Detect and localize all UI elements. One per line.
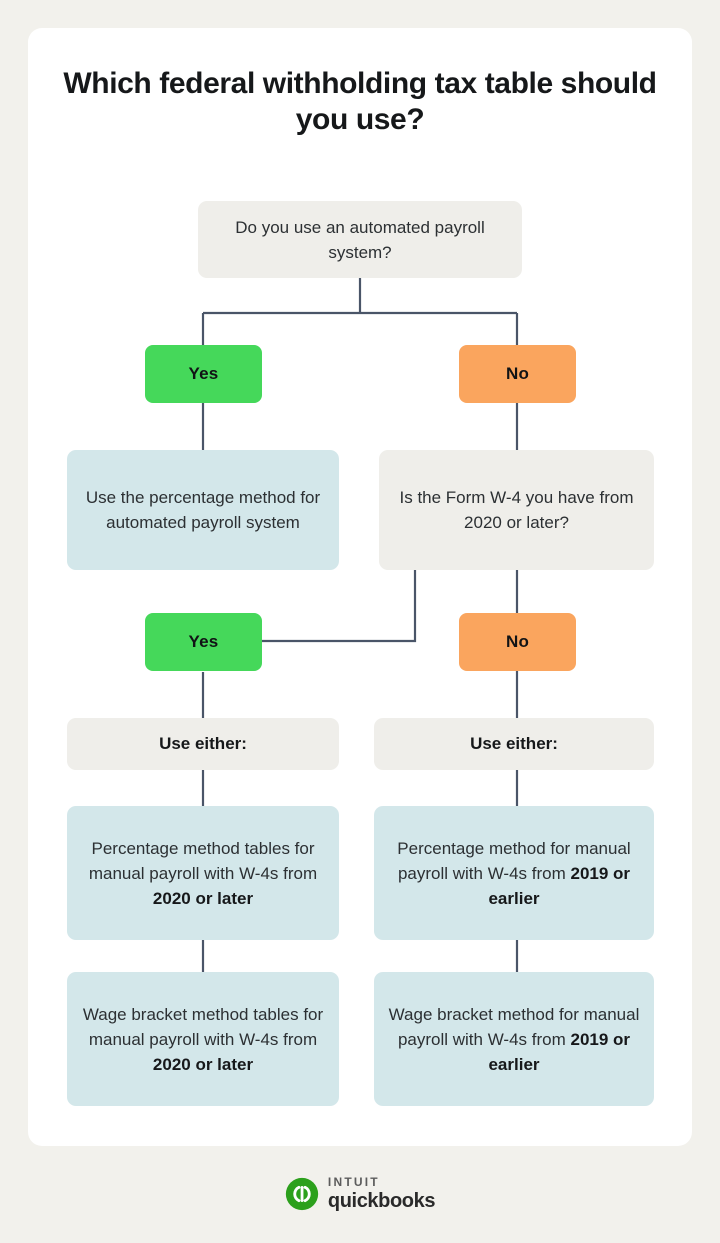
node-right-result-wage-bracket-text: Wage bracket method for manual payroll w… [386,1002,642,1077]
node-left-result-wage-bracket-text: Wage bracket method tables for manual pa… [79,1002,327,1077]
node-automated-outcome-label: Use the percentage method for automated … [85,488,321,532]
node-second-question-label: Is the Form W-4 you have from 2020 or la… [399,488,634,532]
page-title: Which federal withholding tax table shou… [63,67,657,136]
left-result-2-emphasis: 2020 or later [152,1054,254,1074]
node-second-question: Is the Form W-4 you have from 2020 or la… [379,450,654,570]
node-right-result-percentage-text: Percentage method for manual payroll wit… [386,836,642,911]
node-right-result-percentage: Percentage method for manual payroll wit… [374,806,654,940]
left-result-1-lead: Percentage method tables for manual payr… [88,838,318,883]
left-result-1-emphasis: 2020 or later [152,888,254,908]
chip-no-level1[interactable]: No [459,345,576,403]
node-use-either-left: Use either: [67,718,339,770]
node-root-question: Do you use an automated payroll system? [198,201,522,278]
brand-intuit-label: INTUIT [327,1175,380,1189]
node-use-either-right-label: Use either: [470,734,558,753]
quickbooks-qb-icon [285,1177,319,1210]
node-use-either-left-label: Use either: [159,734,247,753]
right-result-2-emphasis: 2019 or earlier [488,1029,631,1074]
chip-yes-level1-label: Yes [188,364,219,383]
node-right-result-wage-bracket: Wage bracket method for manual payroll w… [374,972,654,1106]
node-root-question-label: Do you use an automated payroll system? [235,217,485,262]
node-use-either-right: Use either: [374,718,654,770]
node-left-result-wage-bracket: Wage bracket method tables for manual pa… [67,972,339,1106]
chip-no-level2[interactable]: No [459,613,576,671]
right-result-2-lead: Wage bracket method for manual payroll w… [388,1004,640,1049]
right-result-1-lead: Percentage method for manual payroll wit… [397,838,631,883]
brand-quickbooks-label: quickbooks [327,1190,436,1212]
brand-wordmark: INTUIT quickbooks [327,1175,436,1212]
chip-no-level2-label: No [505,632,530,651]
left-result-2-lead: Wage bracket method tables for manual pa… [82,1004,324,1049]
chip-no-level1-label: No [505,364,530,383]
right-result-1-emphasis: 2019 or earlier [488,863,631,908]
chip-yes-level1[interactable]: Yes [145,345,262,403]
node-automated-outcome: Use the percentage method for automated … [67,450,339,570]
chip-yes-level2-label: Yes [188,632,219,651]
node-left-result-percentage: Percentage method tables for manual payr… [67,806,339,940]
brand-logo: INTUIT quickbooks [0,1176,720,1211]
chip-yes-level2[interactable]: Yes [145,613,262,671]
node-left-result-percentage-text: Percentage method tables for manual payr… [79,836,327,911]
